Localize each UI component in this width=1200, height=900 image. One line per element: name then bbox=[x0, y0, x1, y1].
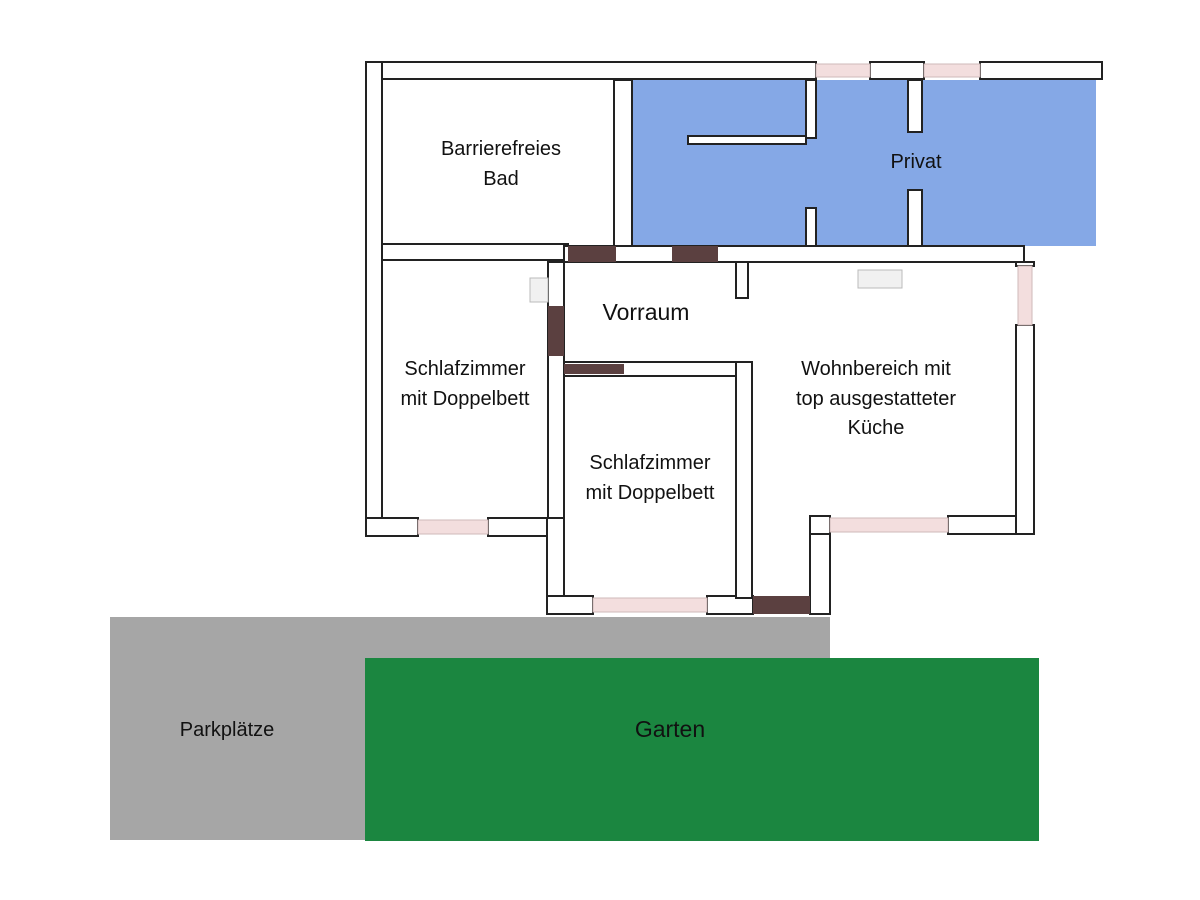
schlafzimmer-1-label: Schlafzimmer bbox=[404, 358, 525, 380]
schlafzimmer-1-label-line2: mit Doppelbett bbox=[401, 388, 530, 410]
wohnbereich-label-line3: Küche bbox=[848, 417, 905, 439]
garden-area bbox=[365, 658, 1039, 841]
bad-label-line2: Bad bbox=[483, 168, 519, 190]
privat-area bbox=[632, 80, 1096, 246]
bad-label: Barrierefreies bbox=[441, 138, 561, 160]
vorraum-label: Vorraum bbox=[603, 299, 690, 325]
schlafzimmer-2-label-line2: mit Doppelbett bbox=[586, 482, 715, 504]
windows bbox=[417, 63, 1033, 613]
fixtures bbox=[529, 269, 903, 303]
wohnbereich-label: Wohnbereich mit bbox=[801, 358, 951, 380]
privat-label: Privat bbox=[890, 151, 942, 173]
wohnbereich-label-line2: top ausgestatteter bbox=[796, 388, 956, 410]
parking-label: Parkplätze bbox=[180, 719, 275, 741]
garden-label: Garten bbox=[635, 716, 705, 742]
schlafzimmer-2-label: Schlafzimmer bbox=[589, 452, 710, 474]
doors bbox=[548, 246, 810, 614]
